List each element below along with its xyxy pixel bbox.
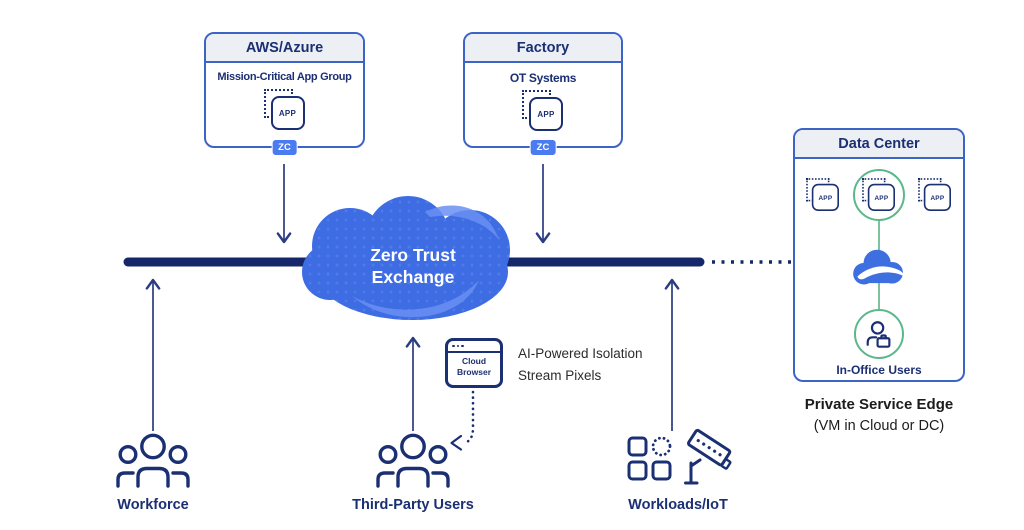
app-icon: APP — [918, 178, 952, 212]
cloud-swoosh — [352, 205, 499, 318]
app-box: APP — [923, 183, 951, 211]
exchange-title: Zero Trust Exchange — [322, 244, 504, 289]
browser-isolation-path — [450, 390, 475, 451]
data-center-title: Data Center — [795, 130, 963, 159]
factory-subtitle: OT Systems — [509, 71, 577, 85]
browser-chrome-bar — [448, 341, 500, 353]
workloads-iot-label: Workloads/IoT — [628, 497, 728, 513]
app-box: APP — [270, 96, 305, 130]
selected-app-circle: APP — [853, 169, 905, 221]
pse-title: Private Service Edge — [804, 396, 954, 413]
user-briefcase-icon — [866, 321, 891, 348]
workforce-label: Workforce — [117, 497, 189, 513]
isolation-caption-line1: AI-Powered Isolation — [518, 346, 643, 361]
isolation-caption-line2: Stream Pixels — [518, 368, 602, 383]
zscaler-swoosh — [857, 266, 905, 280]
app-icon: APP — [522, 90, 564, 132]
workloads-grid-icon — [627, 436, 672, 481]
cloud-browser-window: Cloud Browser — [445, 338, 503, 388]
app-box: APP — [529, 97, 563, 131]
third-party-users-group-icon — [376, 433, 450, 488]
in-office-users-label: In-Office Users — [836, 363, 922, 377]
zc-connector-badge: ZC — [271, 139, 298, 156]
app-box: APP — [867, 183, 895, 211]
pse-subtitle: (VM in Cloud or DC) — [813, 418, 945, 434]
app-icon: APP — [862, 178, 896, 212]
app-box: APP — [811, 183, 839, 211]
exchange-title-line2: Exchange — [371, 267, 455, 288]
in-office-users-circle — [854, 309, 904, 359]
app-icon: APP — [263, 89, 306, 131]
factory-title: Factory — [465, 34, 621, 63]
zc-connector-badge: ZC — [529, 139, 557, 156]
arrowhead-to-thirdparty — [450, 434, 463, 451]
iot-camera-icon — [684, 428, 732, 485]
data-center-panel: Data Center APP APP APP — [793, 128, 965, 382]
factory-panel: Factory OT Systems APP ZC — [463, 32, 623, 156]
third-party-users-label: Third-Party Users — [352, 497, 474, 513]
exchange-title-line1: Zero Trust — [370, 245, 456, 265]
zero-trust-cloud — [302, 196, 510, 320]
zscaler-logo — [853, 249, 905, 285]
workforce-group-icon — [116, 433, 190, 488]
aws-azure-subtitle: Mission-Critical App Group — [217, 71, 352, 83]
aws-azure-panel: AWS/Azure Mission-Critical App Group APP… — [204, 32, 365, 156]
cloud-browser-label: Cloud Browser — [456, 356, 491, 377]
app-icon: APP — [806, 178, 840, 212]
aws-azure-title: AWS/Azure — [206, 34, 363, 63]
private-service-edge-caption: Private Service Edge (VM in Cloud or DC) — [769, 396, 989, 434]
